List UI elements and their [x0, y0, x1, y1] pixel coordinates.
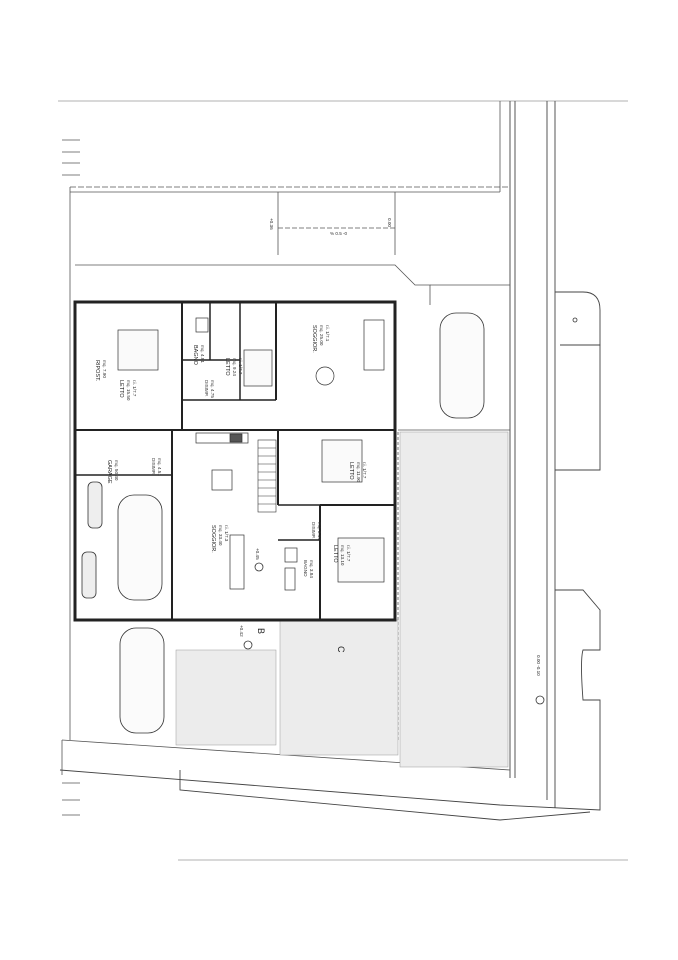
lot-boundary	[61, 101, 511, 775]
kitchen-counter	[195, 432, 249, 444]
room-name: DISIMP.	[204, 380, 209, 397]
room-area: mq. 4.81	[200, 345, 205, 363]
room-area: mq. 15.50	[126, 380, 131, 401]
room-area: mq. 3.84	[309, 560, 314, 578]
room-letto-se: LETTO mq. 13.10 r.i. 1/7.7	[332, 545, 351, 566]
slope-value: % 0.5 -0	[330, 231, 348, 236]
room-ratio: r.i. 1/7.7	[362, 462, 367, 479]
furniture	[195, 317, 385, 591]
room-name: DISIMP.	[311, 522, 316, 539]
level-value: +0.45	[255, 548, 260, 560]
room-letto-n: LETTO mq. 9.24 r.i. 1/7.7	[224, 358, 243, 376]
survey-markers	[243, 317, 578, 705]
staircase	[257, 439, 277, 513]
level-mark-4: +0.42	[239, 625, 244, 637]
room-area: mq. 11.90	[356, 462, 361, 483]
section-letter: C	[336, 646, 346, 653]
slope-note: % 0.5 -0	[330, 231, 348, 236]
section-letter: B	[256, 628, 266, 634]
room-area: mq. 3.10	[317, 522, 322, 540]
room-garage: GARAGE mq. 50.40	[106, 460, 119, 484]
room-area: mq. 7.90	[102, 360, 107, 378]
room-area: mq. 4.51	[157, 458, 162, 476]
room-area: mq. 9.24	[232, 358, 237, 376]
room-name: SOGGIOR.	[311, 325, 317, 353]
room-name: SOGGIOR.	[210, 525, 216, 553]
room-bagno-s: BAGNO mq. 3.84	[303, 560, 314, 578]
room-area: mq. 25.00	[319, 325, 324, 346]
room-ripost: RIPOST. mq. 7.90	[94, 360, 107, 382]
room-name: GARAGE	[106, 460, 112, 484]
room-disimp-n: DISIMP. mq. 4.75	[204, 380, 215, 398]
level-value: 0.00 -0.10	[536, 655, 541, 676]
room-name: BAGNO	[192, 345, 198, 366]
garden-areas	[175, 431, 509, 768]
room-area: mq. 33.40	[218, 525, 223, 546]
room-ratio: r.i. 1/7.3	[224, 525, 229, 542]
room-name: DISIMP.	[151, 458, 156, 475]
section-mark-b: B	[256, 628, 266, 634]
motorcycles	[81, 481, 103, 599]
road-lines	[59, 101, 601, 821]
cars	[117, 312, 485, 734]
room-area: mq. 13.10	[340, 545, 345, 566]
room-ratio: r.i. 1/7.7	[346, 545, 351, 562]
beds	[117, 329, 385, 583]
room-area: mq. 4.75	[210, 380, 215, 398]
room-letto-e: LETTO mq. 11.90 r.i. 1/7.7	[348, 462, 367, 483]
room-disimp-w: DISIMP. mq. 4.51	[151, 458, 162, 476]
room-soggiorno-ne: SOGGIOR. mq. 25.00 r.i. 1/7.1	[311, 325, 330, 353]
level-mark-3: +0.45	[255, 548, 260, 560]
room-name: BAGNO	[303, 560, 308, 577]
room-bagno-n: BAGNO mq. 4.81	[192, 345, 205, 366]
room-name: LETTO	[348, 462, 354, 480]
room-disimp-s: DISIMP. mq. 3.10	[311, 522, 322, 540]
room-area: mq. 50.40	[114, 460, 119, 481]
room-name: LETTO	[118, 380, 124, 398]
level-value: +0.42	[239, 625, 244, 637]
room-ratio: r.i. 1/7.1	[325, 325, 330, 342]
room-ratio: r.i. 1/7.7	[132, 380, 137, 397]
section-mark-c: C	[336, 646, 346, 653]
building-walls	[73, 300, 397, 622]
room-name: LETTO	[332, 545, 338, 563]
room-letto-nw: LETTO mq. 15.50 r.i. 1/7.7	[118, 380, 137, 401]
room-name: LETTO	[224, 358, 230, 376]
room-soggiorno-c: SOGGIOR. mq. 33.40 r.i. 1/7.3	[210, 525, 229, 553]
level-value: +0.36	[269, 218, 274, 230]
level-mark-2: 0.00	[387, 218, 392, 227]
room-ratio: r.i. 1/7.7	[238, 358, 243, 375]
level-mark-1: +0.36	[269, 218, 274, 230]
level-value: 0.00	[387, 218, 392, 227]
left-dimension-ticks	[62, 139, 80, 816]
room-name: RIPOST.	[94, 360, 100, 382]
level-mark-5: 0.00 -0.10	[536, 655, 541, 676]
